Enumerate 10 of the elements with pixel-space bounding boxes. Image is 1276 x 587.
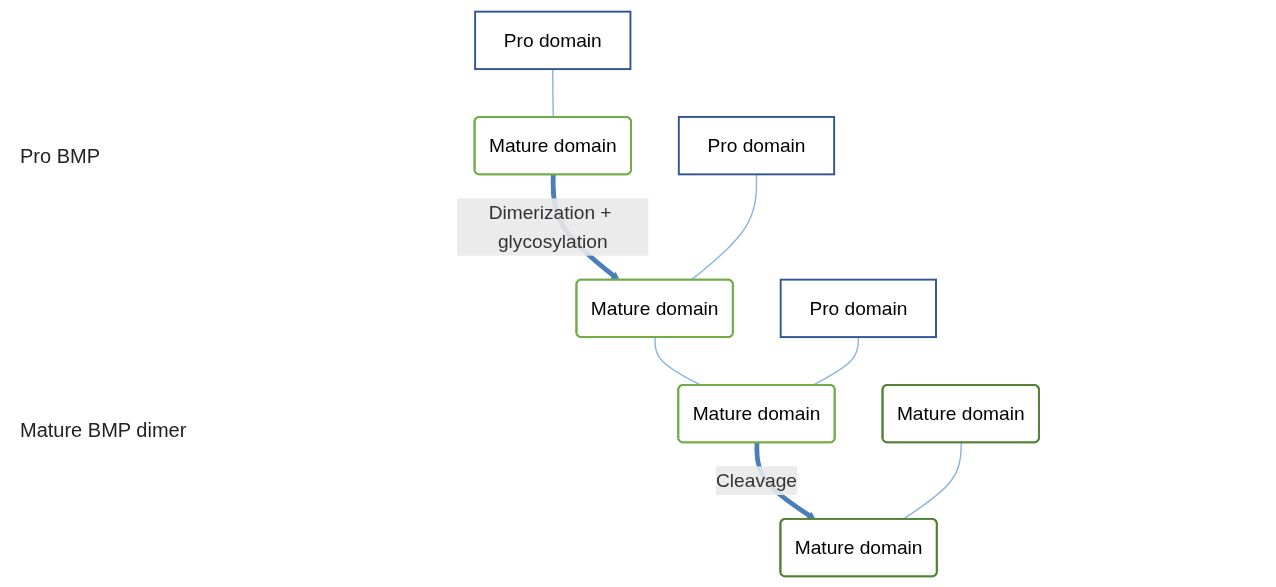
connector <box>690 173 758 281</box>
annotation-text: Pro BMP <box>20 145 102 169</box>
annotation-text: Mature BMP dimer <box>20 418 188 442</box>
connector <box>902 441 962 520</box>
node-box: Pro domain <box>779 278 937 338</box>
connector <box>552 67 554 118</box>
edge-label: Dimerization + glycosylation <box>488 201 612 252</box>
edge-label: Cleavage <box>716 469 797 491</box>
node-box: Pro domain <box>474 10 632 70</box>
node-box: Pro domain <box>677 115 836 175</box>
